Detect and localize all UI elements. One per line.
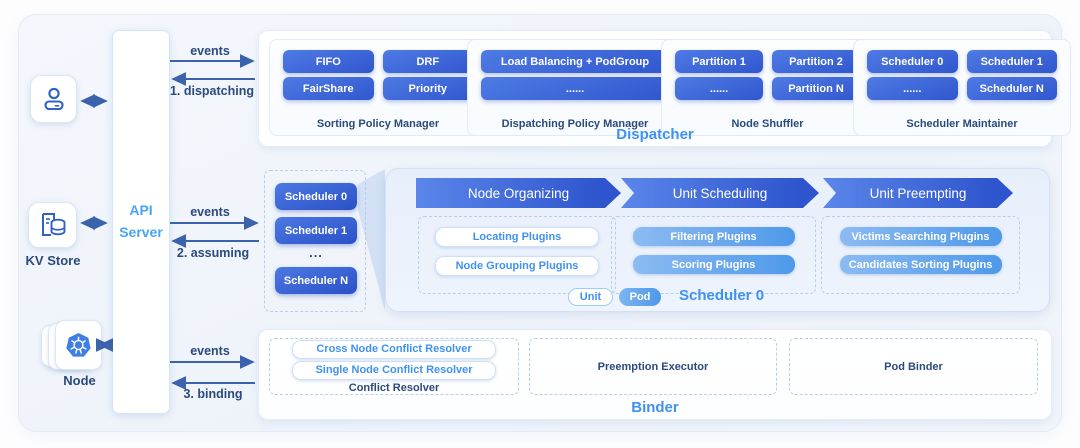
candidates-sorting-plugins-button: Candidates Sorting Plugins [839,255,1002,274]
pod-binder-box: Pod Binder [789,338,1038,395]
policy-button-fifo: FIFO [283,50,374,73]
conflict-resolver-box: Cross Node Conflict Resolver Single Node… [269,338,519,395]
scheduler-maintainer-label: Scheduler Maintainer [906,118,1018,130]
kv-store-icon [41,213,65,236]
scoring-plugins-button: Scoring Plugins [632,255,795,274]
kv-store-label: KV Store [25,253,81,268]
partition-2-button: Partition 2 [772,50,860,73]
unit-scheduling-plugins-box: Filtering Plugins Scoring Plugins [611,216,816,294]
filtering-plugins-button: Filtering Plugins [632,227,795,246]
api-server-line2: Server [119,224,163,240]
dispatcher-panel: FIFO DRF FairShare Priority Sorting Poli… [258,30,1071,147]
scheduler-0-item: Scheduler 0 [275,183,357,210]
partition-1-button: Partition 1 [675,50,763,73]
flow-label-dispatching: 1. dispatching [169,84,255,98]
user-icon [43,87,64,111]
scheduler0-title: Scheduler 0 [679,287,765,304]
flow-label-assuming: 2. assuming [176,246,250,260]
unit-preempting-plugins-box: Victims Searching Plugins Candidates Sor… [821,216,1020,294]
policy-button-more: ...... [481,77,669,100]
node-shuffler-box: Partition 1 Partition 2 ...... Partition… [661,39,874,136]
sorting-policy-manager-label: Sorting Policy Manager [316,118,440,130]
sorting-policy-manager-box: FIFO DRF FairShare Priority Sorting Poli… [269,39,487,136]
legend-pod-pill: Pod [619,288,661,306]
scheduler-n-item: Scheduler N [275,267,357,294]
scheduler-maintainer-box: Scheduler 0 Scheduler 1 ...... Scheduler… [853,39,1071,136]
policy-button-fairshare: FairShare [283,77,374,100]
policy-button-drf: DRF [382,50,473,73]
scheduler-list-box: Scheduler 0 Scheduler 1 ... Scheduler N [264,170,366,312]
cross-node-conflict-resolver-button: Cross Node Conflict Resolver [292,339,496,359]
flow-label-binding: 3. binding [183,387,243,401]
flow-label-events-top: events [190,44,230,58]
dispatcher-title: Dispatcher [616,126,694,143]
node-grouping-plugins-button: Node Grouping Plugins [435,256,599,276]
unit-scheduling-banner: Unit Scheduling [621,178,819,208]
user-card [30,75,77,123]
maintainer-scheduler-n-button: Scheduler N [966,77,1057,100]
conflict-resolver-label: Conflict Resolver [348,381,440,394]
node-organizing-banner: Node Organizing [416,178,621,208]
kubernetes-icon [66,332,91,357]
maintainer-scheduler-0-button: Scheduler 0 [867,50,958,73]
preemption-executor-box: Preemption Executor [529,338,777,395]
partition-more-button: ...... [675,77,763,100]
flow-label-events-mid: events [190,205,230,219]
api-server-box: API Server [112,30,170,414]
victims-searching-plugins-button: Victims Searching Plugins [839,227,1002,246]
policy-button-priority: Priority [382,77,473,100]
policy-button-loadbalancing: Load Balancing + PodGroup [481,50,669,73]
node-stack [38,320,104,370]
pod-binder-label: Pod Binder [884,360,943,373]
dispatching-policy-manager-label: Dispatching Policy Manager [501,118,649,130]
api-server-line1: API [129,202,153,219]
node-layer-front [55,320,102,370]
maintainer-more-button: ...... [867,77,958,100]
scheduler0-detail-box: Node Organizing Unit Scheduling Unit Pre… [385,168,1050,312]
legend-unit-pill: Unit [568,288,613,306]
binder-panel: Cross Node Conflict Resolver Single Node… [258,329,1052,420]
single-node-conflict-resolver-button: Single Node Conflict Resolver [292,360,496,380]
maintainer-scheduler-1-button: Scheduler 1 [966,50,1057,73]
node-shuffler-label: Node Shuffler [731,118,804,130]
binder-title: Binder [631,399,679,416]
node-label: Node [63,373,96,388]
locating-plugins-button: Locating Plugins [435,227,599,247]
unit-preempting-banner: Unit Preempting [823,178,1013,208]
preemption-executor-label: Preemption Executor [597,360,709,373]
kv-store-card [28,202,77,248]
flow-label-events-bot: events [190,344,230,358]
scheduler-list-ellipsis: ... [309,245,323,260]
node-organizing-plugins-box: Locating Plugins Node Grouping Plugins [418,216,616,294]
partition-n-button: Partition N [772,77,860,100]
dispatching-policy-manager-box: Load Balancing + PodGroup ...... Dispatc… [467,39,683,136]
scheduler-1-item: Scheduler 1 [275,217,357,244]
